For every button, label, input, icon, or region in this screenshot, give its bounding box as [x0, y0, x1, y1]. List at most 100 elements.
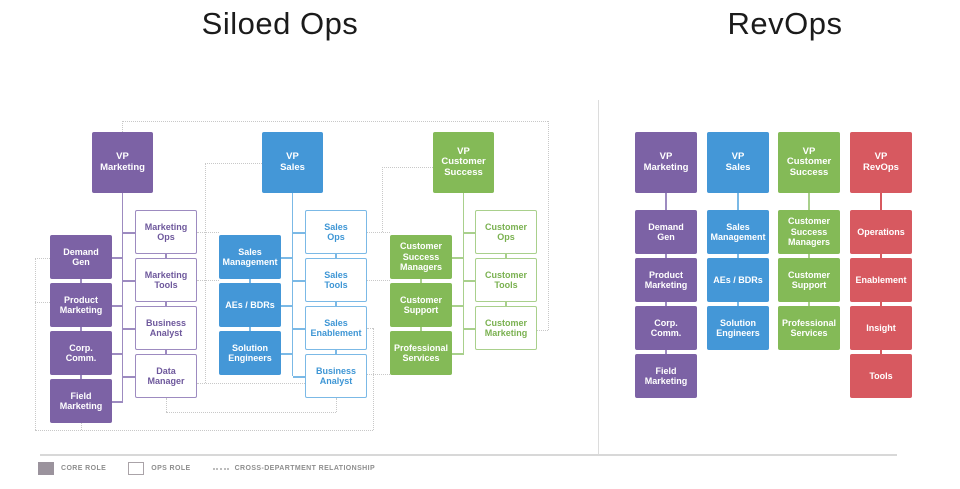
sales-branch-line — [292, 280, 305, 282]
ops-box-customer-ops: Customer Ops — [475, 210, 537, 254]
marketing-stack-line — [165, 350, 167, 354]
sales-stack-line — [249, 279, 251, 283]
sales-branch-line — [292, 376, 305, 378]
org-box-customer-support: Customer Support — [390, 283, 452, 327]
org-box-insight: Insight — [850, 306, 912, 350]
org-box-solution-engineers: Solution Engineers — [707, 306, 769, 350]
marketing-branch-line — [112, 401, 123, 403]
cross-department-dotted-segment — [122, 121, 123, 132]
org-box-product-marketing: Product Marketing — [50, 283, 112, 327]
org-box-sales-management: Sales Management — [707, 210, 769, 254]
org-box-aes-bdrs: AEs / BDRs — [219, 283, 281, 327]
ops-box-business-analyst: Business Analyst — [135, 306, 197, 350]
org-box-vp-sales: VP Sales — [262, 132, 323, 193]
ops-role-swatch-icon — [128, 462, 145, 475]
ops-box-business-analyst: Business Analyst — [305, 354, 367, 398]
sales-stack-line — [249, 327, 251, 331]
org-box-vp-sales: VP Sales — [707, 132, 769, 193]
org-box-customer-success-managers: Customer Success Managers — [390, 235, 452, 279]
org-box-vp-customer-success: VP Customer Success — [778, 132, 840, 193]
org-box-tools: Tools — [850, 354, 912, 398]
org-box-vp-revops: VP RevOps — [850, 132, 912, 193]
ops-box-customer-marketing: Customer Marketing — [475, 306, 537, 350]
customer-success-stack-line — [505, 254, 507, 258]
customer-success-spine-line — [462, 193, 465, 353]
cross-department-dotted-segment — [35, 430, 373, 431]
org-box-operations: Operations — [850, 210, 912, 254]
core-role-label: CORE ROLE — [61, 465, 107, 472]
org-box-corp-comm: Corp. Comm. — [635, 306, 697, 350]
panel-divider-line — [598, 100, 599, 455]
org-box-vp-marketing: VP Marketing — [92, 132, 153, 193]
marketing-branch-line — [122, 376, 135, 378]
marketing-branch-line — [112, 353, 123, 355]
ops-box-sales-enablement: Sales Enablement — [305, 306, 367, 350]
marketing-stack-line — [80, 327, 82, 331]
marketing-branch-line — [122, 328, 135, 330]
marketing-branch-line — [122, 232, 135, 234]
marketing-stack-line — [665, 193, 667, 210]
customer-success-stack-line — [505, 302, 507, 306]
right-panel-title: RevOps — [727, 6, 843, 41]
sales-stack-line — [737, 302, 739, 306]
org-box-professional-services: Professional Services — [778, 306, 840, 350]
cross-department-dotted-segment — [548, 121, 549, 330]
customer-success-stack-line — [808, 302, 810, 306]
cross-department-dotted-segment — [382, 167, 383, 232]
marketing-spine-line — [121, 193, 124, 401]
sales-stack-line — [335, 302, 337, 306]
org-box-vp-marketing: VP Marketing — [635, 132, 697, 193]
org-box-vp-customer-success: VP Customer Success — [433, 132, 494, 193]
customer-success-stack-line — [808, 254, 810, 258]
customer-success-stack-line — [420, 279, 422, 283]
ops-box-marketing-tools: Marketing Tools — [135, 258, 197, 302]
org-box-aes-bdrs: AEs / BDRs — [707, 258, 769, 302]
sales-branch-line — [281, 305, 293, 307]
customer-success-stack-line — [808, 193, 810, 210]
marketing-stack-line — [165, 302, 167, 306]
sales-stack-line — [335, 254, 337, 258]
ops-box-marketing-ops: Marketing Ops — [135, 210, 197, 254]
left-panel-title: Siloed Ops — [201, 6, 359, 41]
customer-success-branch-line — [463, 232, 475, 234]
cross-department-label: CROSS-DEPARTMENT RELATIONSHIP — [234, 465, 376, 472]
marketing-branch-line — [122, 280, 135, 282]
core-role-swatch-icon — [38, 462, 54, 475]
cross-department-dotted-segment — [367, 280, 390, 281]
org-box-demand-gen: Demand Gen — [50, 235, 112, 279]
cross-department-dotted-segment — [197, 383, 305, 384]
ops-box-sales-tools: Sales Tools — [305, 258, 367, 302]
legend-divider-line — [40, 454, 897, 456]
customer-success-stack-line — [420, 327, 422, 331]
sales-branch-line — [292, 328, 305, 330]
cross-department-dotted-segment — [81, 422, 82, 430]
org-box-customer-success-managers: Customer Success Managers — [778, 210, 840, 254]
cross-department-dotted-segment — [122, 121, 548, 122]
org-box-customer-support: Customer Support — [778, 258, 840, 302]
cross-department-dotted-segment — [166, 398, 167, 412]
org-box-sales-management: Sales Management — [219, 235, 281, 279]
cross-department-dotted-segment — [367, 232, 390, 233]
org-box-product-marketing: Product Marketing — [635, 258, 697, 302]
cross-department-line-icon — [212, 467, 229, 470]
marketing-stack-line — [80, 279, 82, 283]
revops-stack-line — [880, 193, 882, 210]
revops-stack-line — [880, 254, 882, 258]
org-box-corp-comm: Corp. Comm. — [50, 331, 112, 375]
customer-success-branch-line — [452, 305, 464, 307]
cross-department-dotted-segment — [367, 328, 373, 329]
marketing-stack-line — [665, 302, 667, 306]
legend: CORE ROLE OPS ROLE CROSS-DEPARTMENT RELA… — [38, 462, 375, 475]
marketing-stack-line — [665, 254, 667, 258]
ops-box-sales-ops: Sales Ops — [305, 210, 367, 254]
cross-department-dotted-segment — [537, 330, 548, 331]
customer-success-branch-line — [463, 328, 475, 330]
org-box-professional-services: Professional Services — [390, 331, 452, 375]
marketing-stack-line — [80, 375, 82, 379]
sales-branch-line — [292, 232, 305, 234]
marketing-stack-line — [665, 350, 667, 354]
revops-stack-line — [880, 350, 882, 354]
ops-role-label: OPS ROLE — [151, 465, 191, 472]
cross-department-dotted-segment — [205, 163, 262, 164]
